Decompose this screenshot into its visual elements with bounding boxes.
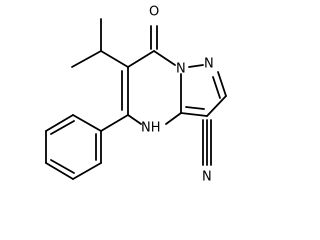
pyrimidine-ring	[121, 50, 182, 125]
ring-nitrogen-pyrazole-label: N	[204, 57, 214, 72]
amine-nh-label: NH	[141, 121, 161, 136]
oxygen-label: O	[149, 5, 159, 20]
bond-phenyl-inner-1	[50, 120, 75, 135]
bond-n2-c-single	[217, 71, 227, 97]
bond-c3-c3a-single	[180, 112, 208, 117]
bond-isopropyl-ch-to-methyl-left	[71, 50, 102, 68]
bond-n2-c-double	[212, 76, 221, 99]
bond-phenyl-1	[72, 114, 102, 132]
isopropyl-group	[71, 18, 129, 68]
bond-c3-c3a-double	[185, 106, 205, 110]
bond-phenyl-4	[45, 162, 74, 180]
bond-isopropyl-ch-to-ring	[100, 50, 129, 68]
bond-c3a-nh	[165, 112, 182, 125]
chemical-structure-diagram: O N N NH N	[45, 5, 227, 185]
bond-c7-n	[153, 50, 176, 66]
bond-phenyl-inner-2	[50, 159, 75, 174]
bond-c2-c3	[206, 95, 227, 117]
pyrazole-ring	[180, 64, 227, 117]
bond-phenyl-2	[45, 114, 74, 132]
bond-phenyl-5	[72, 162, 102, 180]
phenyl-ring	[45, 114, 129, 180]
bond-c5-phenyl	[100, 114, 129, 132]
carbonyl-group	[150, 25, 158, 50]
bond-nh-c5	[127, 114, 142, 125]
nitrile-group	[202, 119, 212, 166]
nitrile-nitrogen-label: N	[202, 170, 212, 185]
ring-nitrogen-upper-label: N	[176, 62, 186, 77]
bond-c6-c7	[127, 50, 155, 68]
bond-n1-n2	[188, 64, 204, 68]
